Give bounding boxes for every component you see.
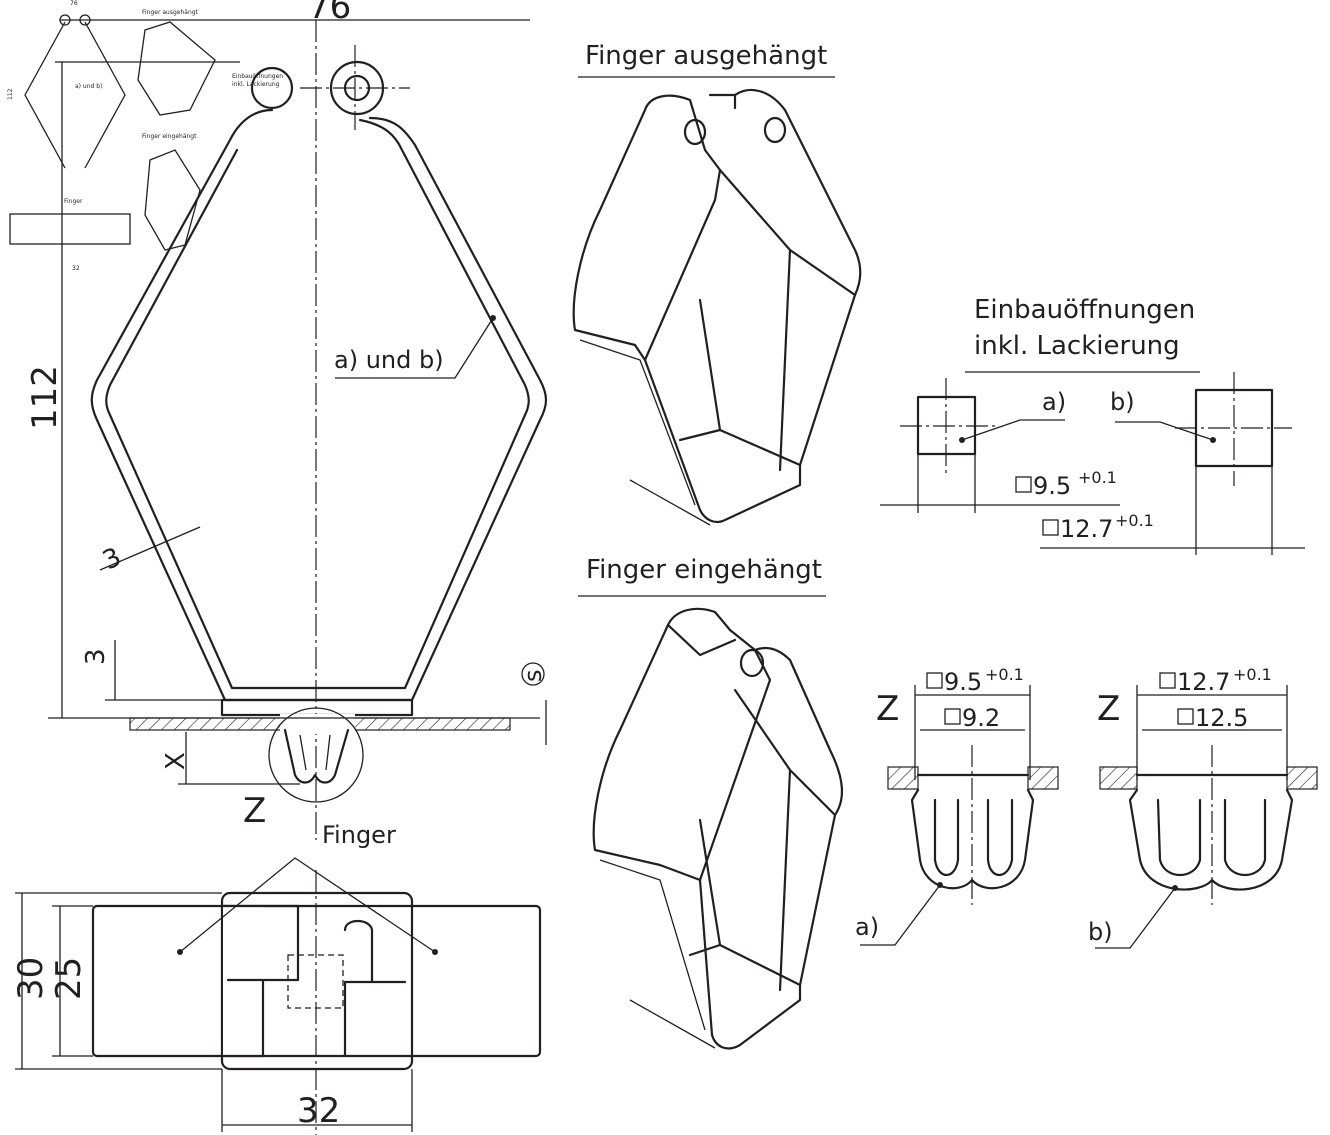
mount-eye (329, 60, 385, 116)
detail-z-b-dim-outer: 12.7 (1177, 668, 1230, 696)
z-view-label: Z (243, 791, 266, 831)
bottom-base (220, 891, 414, 1071)
detail-z-b: Z 12.7 +0.1 12.5 b) (1088, 665, 1318, 949)
detail-z-b-dim-inner: 12.5 (1195, 704, 1248, 732)
clip-a-label: a) (855, 913, 879, 941)
thumb-einbau-1: Einbauöffnungen (232, 73, 283, 80)
clip-detail (283, 728, 350, 784)
isometric-eingehaengt (592, 607, 844, 1050)
title-finger-ausgehaengt: Finger ausgehängt (585, 41, 827, 71)
main-front-view: Z 76 112 3 3 X s a) und b) (25, 0, 548, 840)
opening-b-tol: +0.1 (1115, 511, 1154, 530)
thumb-dim-76: 76 (70, 0, 78, 7)
opening-a-dim: 9.5 (1033, 472, 1071, 500)
thumb-einbau-2: inkl. Lackierung (232, 81, 280, 88)
opening-a-tol: +0.1 (1078, 468, 1117, 487)
hanger-wire-inner (105, 118, 530, 690)
opening-a-label: a) (1042, 388, 1066, 416)
opening-b-label: b) (1110, 388, 1135, 416)
dim-76-label: 76 (308, 0, 351, 27)
title-einbau-line2: inkl. Lackierung (974, 331, 1180, 361)
mount-hole (343, 74, 371, 102)
a-und-b-label: a) und b) (334, 346, 444, 374)
dim-30-label: 30 (11, 957, 51, 1000)
thumb-title-2: Finger eingehängt (142, 133, 197, 140)
thumb-finger: Finger (64, 198, 83, 205)
s-marker: s (519, 669, 547, 682)
detail-z-a-tol: +0.1 (985, 665, 1024, 684)
detail-z-a-letter: Z (876, 689, 899, 729)
opening-a: a) 9.5 +0.1 (880, 378, 1120, 513)
detail-z-a: Z 9.5 +0.1 9.2 a) (855, 665, 1059, 946)
opening-b: b) 12.7 +0.1 (1040, 372, 1305, 555)
thumb-dim-32: 32 (72, 265, 80, 272)
thumb-dim-112: 112 (7, 88, 14, 100)
isometric-ausgehaengt (572, 88, 862, 526)
thumb-a-und-b: a) und b) (75, 83, 102, 90)
title-einbau-line1: Einbauöffnungen (974, 295, 1195, 325)
dim-32-label: 32 (297, 1091, 340, 1131)
finger-label: Finger (322, 821, 396, 849)
detail-z-circle (268, 707, 364, 803)
dim-wall-3-label: 3 (98, 542, 126, 576)
thumbnail-overview: Finger ausgehängt Finger eingehängt Einb… (7, 0, 283, 272)
detail-z-a-dim-inner: 9.2 (962, 704, 1000, 732)
bottom-view: Finger 30 25 32 (11, 821, 542, 1135)
dim-112-label: 112 (25, 365, 65, 430)
clip-b-label: b) (1088, 918, 1113, 946)
detail-z-b-tol: +0.1 (1233, 665, 1272, 684)
dim-base-3-label: 3 (81, 648, 111, 665)
x-marker: X (161, 752, 191, 770)
thumb-title-1: Finger ausgehängt (142, 9, 199, 16)
title-finger-eingehaengt: Finger eingehängt (586, 555, 822, 585)
opening-b-dim: 12.7 (1060, 515, 1113, 543)
dim-25-label: 25 (49, 957, 89, 1000)
hanger-wire-outer (90, 108, 548, 702)
detail-z-a-dim-outer: 9.5 (944, 668, 982, 696)
detail-z-b-letter: Z (1097, 689, 1120, 729)
ghost-eye (250, 66, 294, 110)
